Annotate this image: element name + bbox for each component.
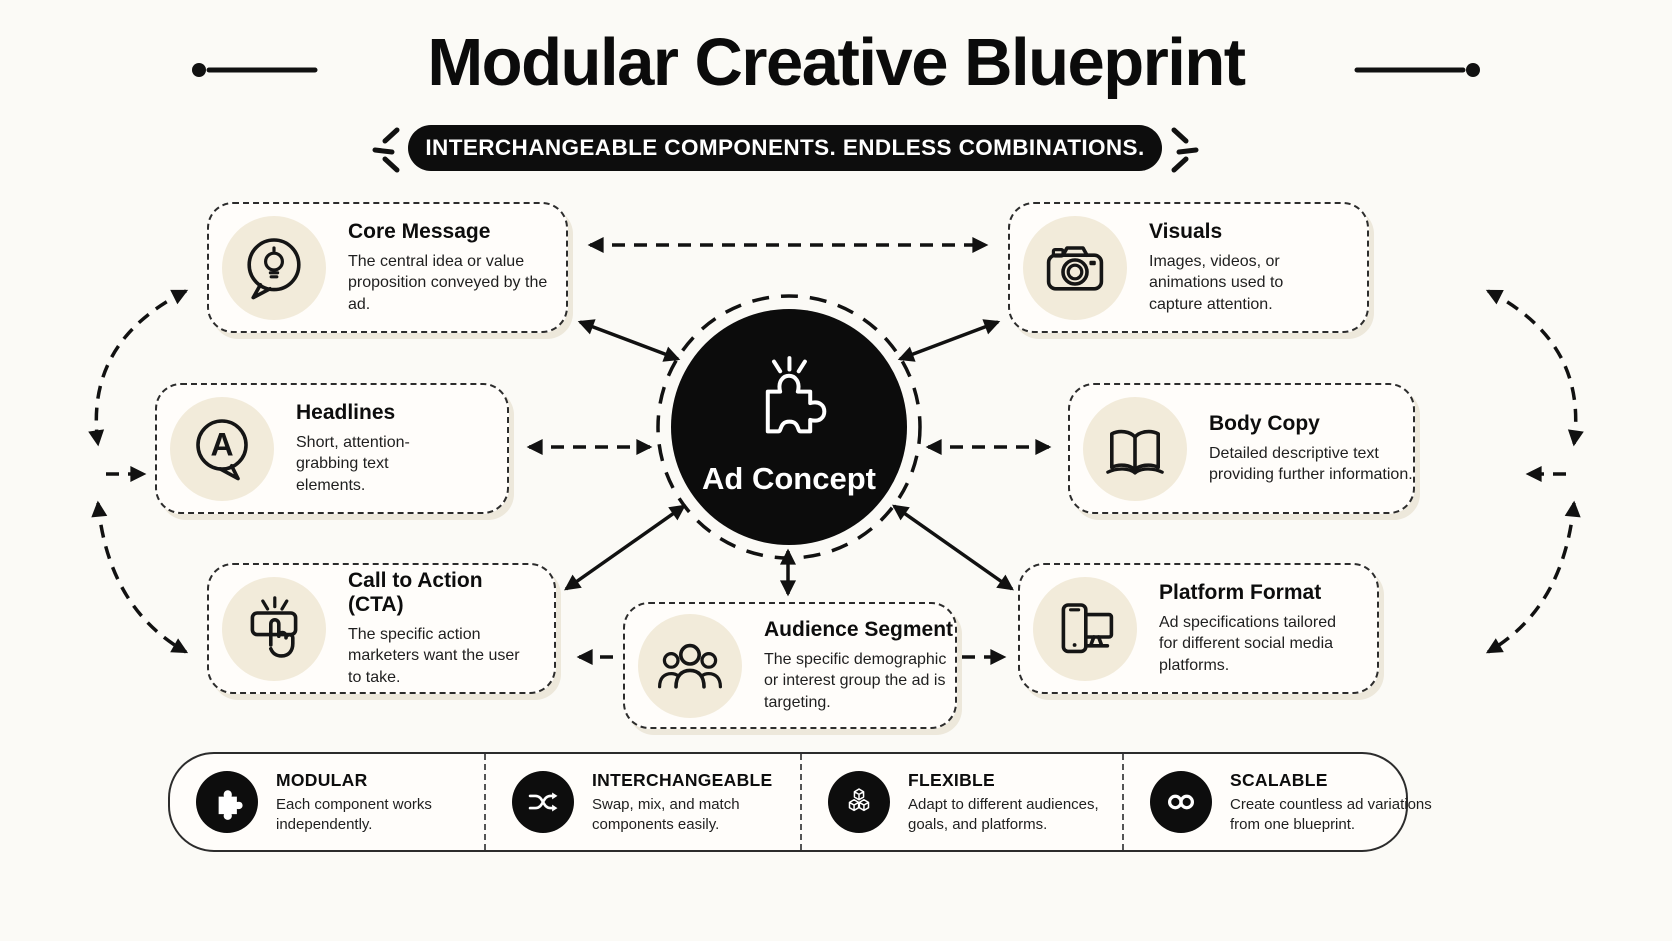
footer-item-description: Swap, mix, and match components easily. (592, 796, 740, 833)
card-description: The specific action marketers want the u… (348, 626, 520, 686)
card-description: The central idea or value proposition co… (348, 253, 548, 313)
card-title: Core Message (348, 220, 491, 244)
banner-text: INTERCHANGEABLE COMPONENTS. ENDLESS COMB… (425, 135, 1145, 160)
letter-a-speech-bubble-icon: A (170, 396, 274, 501)
arrow-center-cta (564, 504, 686, 591)
sparkle-icon (372, 127, 400, 173)
card-description: Ad specifications tailored for different… (1159, 614, 1336, 674)
footer-item-title: INTERCHANGEABLE (592, 770, 773, 791)
svg-text:A: A (210, 426, 233, 462)
arrow-center-core-message (577, 319, 681, 362)
puzzle-piece-icon (196, 771, 258, 833)
page-title: Modular Creative Blueprint (427, 25, 1246, 100)
banner-pill: INTERCHANGEABLE COMPONENTS. ENDLESS COMB… (408, 125, 1162, 171)
puzzle-piece-icon (765, 356, 827, 434)
open-book-icon (1083, 396, 1187, 501)
card-title: Call to Action (CTA) (348, 569, 483, 617)
shuffle-arrows-icon (512, 771, 574, 833)
footer-item-description: Adapt to different audiences, goals, and… (908, 796, 1099, 833)
card-body-copy: Body Copy Detailed descriptive text prov… (1068, 383, 1415, 514)
infinity-icon (1150, 771, 1212, 833)
card-title: Audience Segment (764, 618, 954, 642)
card-title: Headlines (296, 401, 396, 425)
card-description: Images, videos, or animations used to ca… (1149, 253, 1284, 313)
stacked-cubes-icon (828, 771, 890, 833)
phone-monitor-icon (1033, 576, 1137, 681)
button-press-hand-icon (222, 576, 326, 681)
footer-item-interchangeable: INTERCHANGEABLE Swap, mix, and match com… (484, 754, 800, 850)
card-description: The specific demographic or interest gro… (764, 651, 947, 711)
card-cta: Call to Action (CTA) The specific action… (207, 563, 556, 694)
footer-item-description: Each component works independently. (276, 796, 432, 833)
card-audience-segment: Audience Segment The specific demographi… (623, 602, 957, 729)
arrow-center-visuals (897, 319, 1001, 362)
footer-strip: MODULAR Each component works independent… (168, 752, 1432, 852)
card-description: Detailed descriptive text providing furt… (1209, 444, 1413, 483)
arc-left-bottom (91, 500, 189, 654)
sparkle-icon (1171, 127, 1199, 173)
card-description: Short, attention-grabbing text elements. (296, 434, 410, 494)
footer-item-scalable: SCALABLE Create countless ad variations … (1122, 754, 1454, 850)
card-title: Body Copy (1209, 411, 1320, 435)
card-core-message: Core Message The central idea or value p… (207, 202, 568, 333)
card-visuals: Visuals Images, videos, or animations us… (1008, 202, 1369, 333)
center-node-ad-concept: Ad Concept (671, 309, 907, 545)
center-node-label: Ad Concept (702, 461, 876, 496)
lightbulb-speech-bubble-icon (222, 215, 326, 320)
camera-icon (1023, 215, 1127, 320)
people-group-icon (638, 613, 742, 718)
footer-item-title: SCALABLE (1230, 770, 1328, 791)
arrow-center-platform-format (892, 504, 1014, 591)
arc-right-bottom (1485, 500, 1581, 654)
footer-item-flexible: FLEXIBLE Adapt to different audiences, g… (800, 754, 1122, 850)
footer-item-description: Create countless ad variations from one … (1230, 796, 1432, 833)
footer-item-modular: MODULAR Each component works independent… (170, 754, 484, 850)
card-headlines: A Headlines Short, attention-grabbing te… (155, 383, 509, 514)
card-title: Platform Format (1159, 581, 1322, 605)
arc-right-top (1485, 289, 1584, 447)
footer-item-title: FLEXIBLE (908, 770, 995, 791)
card-platform-format: Platform Format Ad specifications tailor… (1018, 563, 1379, 694)
footer-item-title: MODULAR (276, 770, 368, 791)
card-title: Visuals (1149, 220, 1223, 244)
